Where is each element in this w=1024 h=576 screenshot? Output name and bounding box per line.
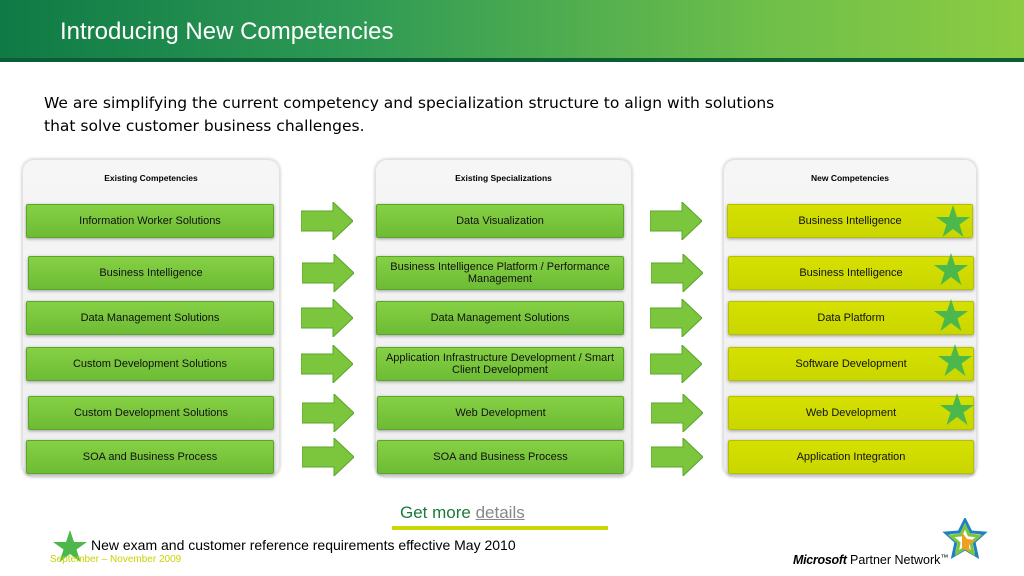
existing-competency-item: Custom Development Solutions bbox=[26, 347, 274, 381]
existing-competency-item: SOA and Business Process bbox=[26, 440, 274, 474]
star-icon bbox=[940, 393, 974, 425]
title-bar-underline bbox=[0, 58, 1024, 62]
existing-competency-item: Data Management Solutions bbox=[26, 301, 274, 335]
existing-competency-item: Custom Development Solutions bbox=[28, 396, 274, 430]
page-title: Introducing New Competencies bbox=[60, 18, 394, 45]
right-arrow-icon bbox=[650, 299, 702, 337]
new-competencies-heading: New Competencies bbox=[811, 173, 889, 183]
get-more-prefix: Get more bbox=[400, 503, 471, 522]
right-arrow-icon bbox=[302, 394, 354, 432]
existing-specialization-item: SOA and Business Process bbox=[377, 440, 624, 474]
existing-specialization-item: Web Development bbox=[377, 396, 624, 430]
right-arrow-icon bbox=[651, 394, 703, 432]
right-arrow-icon bbox=[301, 202, 353, 240]
right-arrow-icon bbox=[651, 254, 703, 292]
title-bar bbox=[0, 0, 1024, 62]
intro-text: We are simplifying the current competenc… bbox=[44, 94, 775, 135]
existing-specializations-heading: Existing Specializations bbox=[455, 173, 552, 183]
new-competency-item: Business Intelligence bbox=[728, 256, 974, 290]
existing-competencies-heading: Existing Competencies bbox=[104, 173, 198, 183]
right-arrow-icon bbox=[302, 438, 354, 476]
details-link[interactable]: details bbox=[475, 503, 525, 522]
partner-network-logo-icon bbox=[942, 518, 988, 560]
existing-specialization-item: Data Management Solutions bbox=[376, 301, 624, 335]
right-arrow-icon bbox=[650, 202, 702, 240]
existing-specialization-item: Business Intelligence Platform / Perform… bbox=[376, 256, 624, 290]
right-arrow-icon bbox=[650, 345, 702, 383]
star-icon bbox=[53, 530, 87, 562]
new-competency-item: Data Platform bbox=[728, 301, 974, 335]
star-icon bbox=[938, 344, 972, 376]
right-arrow-icon bbox=[301, 299, 353, 337]
existing-competency-item: Information Worker Solutions bbox=[26, 204, 274, 238]
get-more-details: Get more details bbox=[400, 503, 525, 523]
brand-partner-network: Partner Network bbox=[850, 553, 941, 567]
existing-competency-item: Business Intelligence bbox=[28, 256, 274, 290]
partner-network-brand: Microsoft Partner Network™ bbox=[793, 553, 948, 567]
new-competency-item: Software Development bbox=[728, 347, 974, 381]
existing-specialization-item: Application Infrastructure Development /… bbox=[376, 347, 624, 381]
star-icon bbox=[936, 205, 970, 237]
requirements-note: New exam and customer reference requirem… bbox=[91, 537, 516, 553]
new-competency-item: Web Development bbox=[728, 396, 974, 430]
brand-trademark: ™ bbox=[940, 553, 949, 562]
right-arrow-icon bbox=[651, 438, 703, 476]
brand-microsoft: Microsoft bbox=[793, 553, 847, 567]
new-competency-item: Application Integration bbox=[728, 440, 974, 474]
star-icon bbox=[934, 299, 968, 331]
star-icon bbox=[934, 253, 968, 285]
get-more-underline bbox=[392, 526, 608, 530]
right-arrow-icon bbox=[302, 254, 354, 292]
new-competency-item: Business Intelligence bbox=[727, 204, 973, 238]
footer-date: September – November 2009 bbox=[50, 554, 182, 565]
right-arrow-icon bbox=[301, 345, 353, 383]
existing-specialization-item: Data Visualization bbox=[376, 204, 624, 238]
